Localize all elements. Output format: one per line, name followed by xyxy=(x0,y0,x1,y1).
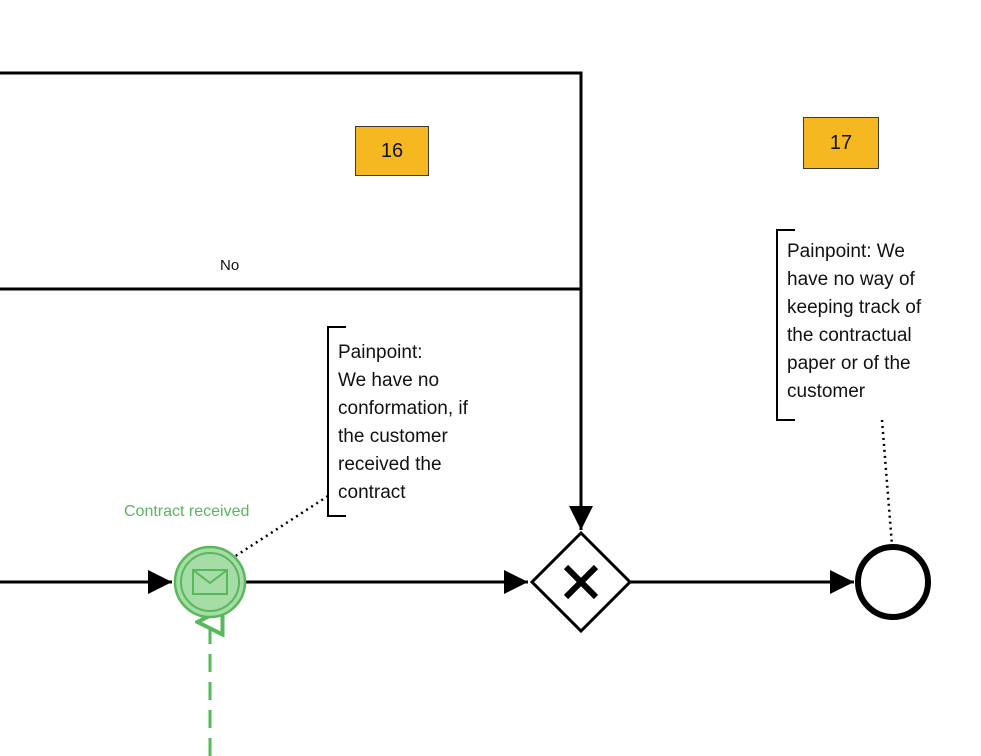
task-number-badge-16: 16 xyxy=(355,126,429,176)
exclusive-gateway-x-icon xyxy=(563,564,599,600)
sequence-flow-no[interactable] xyxy=(0,287,593,530)
end-event[interactable] xyxy=(855,544,931,620)
painpoint-annotation-17: Painpoint: We have no way of keeping tra… xyxy=(787,241,922,402)
message-event-contract-received[interactable] xyxy=(173,545,247,619)
flow-label-no: No xyxy=(220,257,240,274)
annotation-bracket-16 xyxy=(327,326,346,517)
association-painpoint-17[interactable] xyxy=(880,419,894,546)
sequence-flow-loop-top[interactable] xyxy=(0,71,583,289)
message-event-label: Contract received xyxy=(124,503,250,520)
association-painpoint-16[interactable] xyxy=(233,494,329,559)
exclusive-gateway[interactable] xyxy=(529,530,633,634)
painpoint-annotation-16: Painpoint: We have no conformation, if t… xyxy=(338,342,468,503)
annotation-bracket-17 xyxy=(776,229,795,421)
envelope-icon xyxy=(192,569,228,595)
task-number-badge-17: 17 xyxy=(803,117,879,169)
